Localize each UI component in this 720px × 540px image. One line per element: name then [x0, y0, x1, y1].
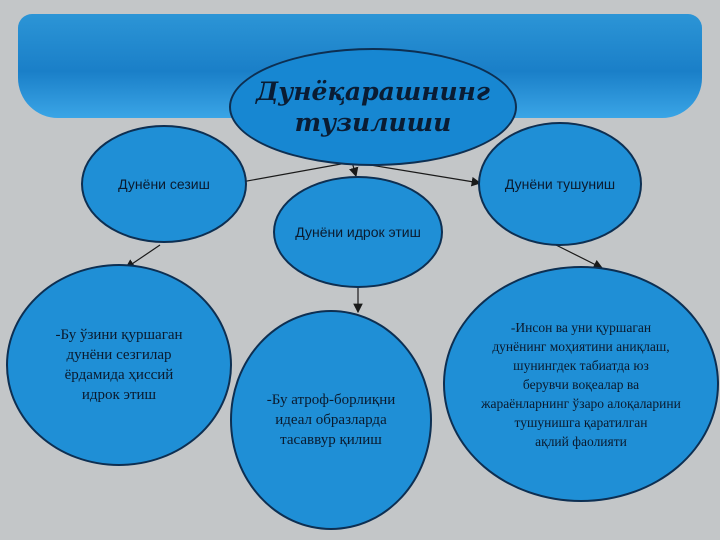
title-ellipse: Дунёқарашнинг тузилиши [229, 48, 517, 166]
desc-sense: -Бу ўзини қуршаган дунёни сезгилар ёрдам… [6, 264, 232, 466]
node-understand: Дунёни тушуниш [478, 122, 642, 246]
desc-understand-text: -Инсон ва уни қуршаган дунёнинг моҳиятин… [481, 319, 681, 449]
node-sense-label: Дунёни сезиш [118, 176, 210, 192]
node-perceive: Дунёни идрок этиш [273, 176, 443, 288]
arrow-understand-to-desc [555, 244, 604, 269]
diagram-title: Дунёқарашнинг тузилиши [256, 77, 490, 137]
node-sense: Дунёни сезиш [81, 125, 247, 243]
desc-understand: -Инсон ва уни қуршаган дунёнинг моҳиятин… [443, 266, 719, 502]
arrow-title-to-sense [234, 161, 353, 187]
desc-perceive: -Бу атроф-борлиқни идеал образларда таса… [230, 310, 432, 530]
desc-sense-text: -Бу ўзини қуршаган дунёни сезгилар ёрдам… [55, 327, 183, 403]
node-perceive-label: Дунёни идрок этиш [295, 224, 421, 240]
desc-perceive-text: -Бу атроф-борлиқни идеал образларда таса… [266, 392, 396, 448]
node-understand-label: Дунёни тушуниш [504, 176, 616, 192]
